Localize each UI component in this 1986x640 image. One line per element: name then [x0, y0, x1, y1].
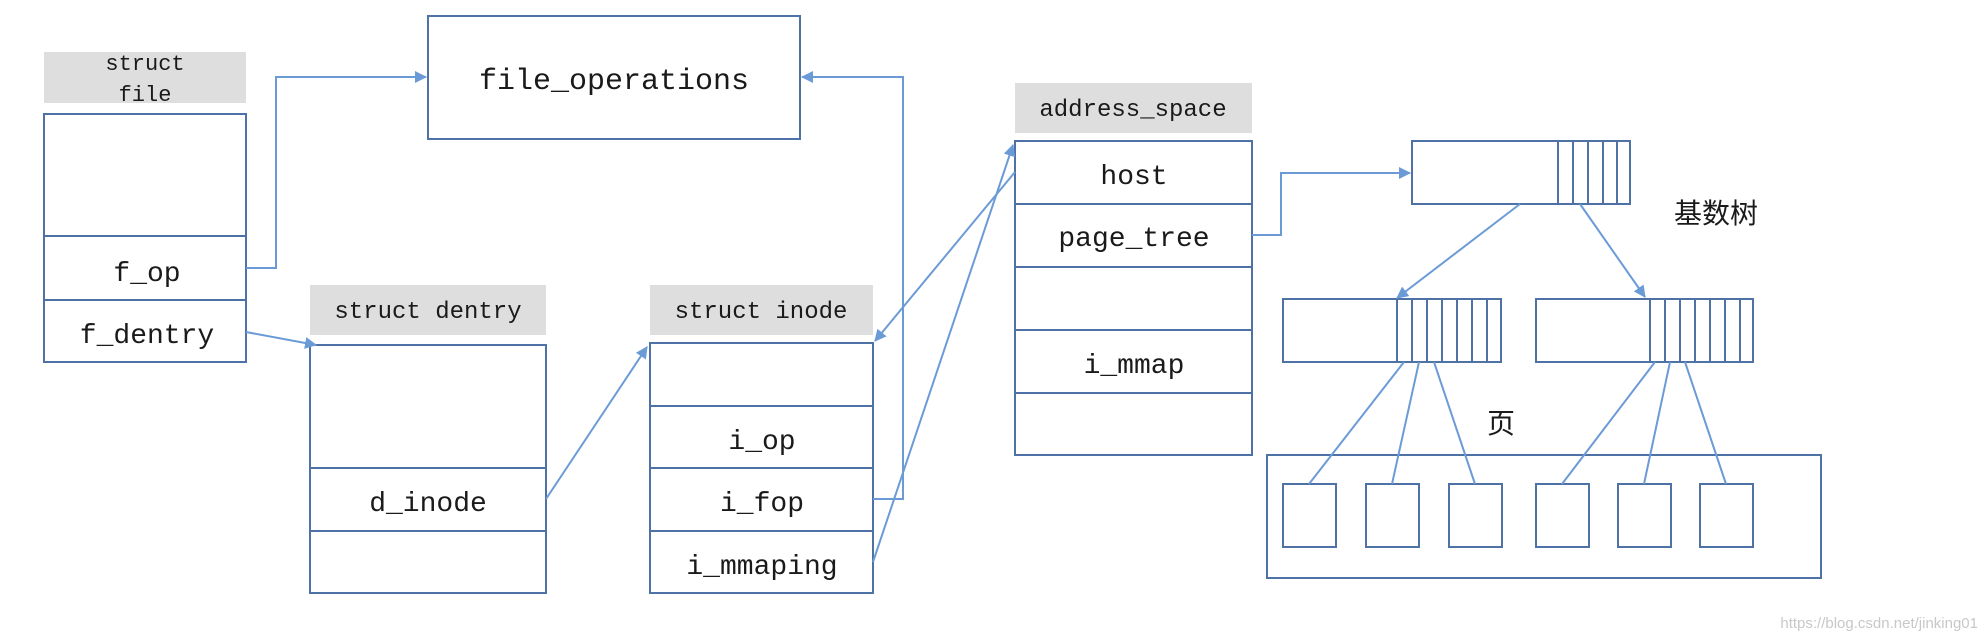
file-operations-label: file_operations	[479, 65, 749, 99]
radix-tree-label: 基数树	[1674, 197, 1758, 230]
i-fop-field: i_fop	[720, 489, 804, 520]
struct-file-header-line2: file	[119, 83, 172, 108]
file-operations: file_operations	[427, 15, 801, 140]
struct-inode: struct inode i_op i_fop i_mmaping	[649, 285, 874, 594]
struct-dentry-header	[310, 285, 546, 335]
file-operations-box	[427, 15, 801, 140]
arrow-d-inode-to-inode	[545, 346, 648, 500]
radix-left-node	[1282, 298, 1502, 363]
watermark: https://blog.csdn.net/jinking01	[1780, 615, 1978, 632]
host-field: host	[1100, 162, 1167, 193]
f-dentry-field: f_dentry	[80, 321, 214, 352]
address-space: address_space host page_tree i_mmap	[1014, 83, 1253, 456]
page-box	[1282, 483, 1337, 548]
address-space-box	[1014, 140, 1253, 456]
arrow-i-mmaping-to-address-space	[872, 144, 1016, 563]
arrow-host-to-inode	[874, 171, 1016, 342]
arrow-i-fop-to-file-operations	[801, 71, 904, 500]
arrow-page-tree-to-radix-root	[1252, 167, 1411, 236]
struct-file: struct file f_op f_dentry	[43, 52, 247, 363]
struct-dentry: struct dentry d_inode	[309, 285, 547, 594]
arrow-root-to-left-child	[1396, 203, 1521, 299]
connectors	[245, 71, 1727, 563]
d-inode-field: d_inode	[369, 489, 487, 520]
f-op-field: f_op	[113, 259, 180, 290]
arrow-f-dentry-to-dentry	[245, 331, 317, 349]
page-tree-field: page_tree	[1058, 224, 1209, 255]
struct-dentry-header-label: struct dentry	[334, 299, 521, 326]
arrow-root-to-right-child	[1579, 203, 1646, 298]
address-space-header-label: address_space	[1039, 97, 1226, 124]
radix-root-node	[1411, 140, 1631, 205]
i-mmap-field: i_mmap	[1084, 351, 1185, 382]
address-space-header	[1015, 83, 1252, 133]
radix-right-node	[1535, 298, 1754, 363]
struct-inode-header-label: struct inode	[675, 299, 848, 326]
pages-label: 页	[1487, 407, 1515, 440]
i-mmaping-field: i_mmaping	[686, 552, 837, 583]
page-box	[1617, 483, 1672, 548]
struct-file-header-line1: struct	[105, 52, 184, 77]
struct-inode-header	[650, 285, 873, 335]
page-box	[1535, 483, 1590, 548]
page-box	[1365, 483, 1420, 548]
pages-container	[1266, 454, 1822, 579]
page-box	[1448, 483, 1503, 548]
i-op-field: i_op	[728, 427, 795, 458]
arrow-f-op-to-file-operations	[246, 71, 427, 269]
page-box	[1699, 483, 1754, 548]
radix-tree: 基数树 页	[1266, 140, 1822, 579]
struct-file-header	[44, 52, 246, 103]
struct-file-box	[43, 113, 247, 363]
